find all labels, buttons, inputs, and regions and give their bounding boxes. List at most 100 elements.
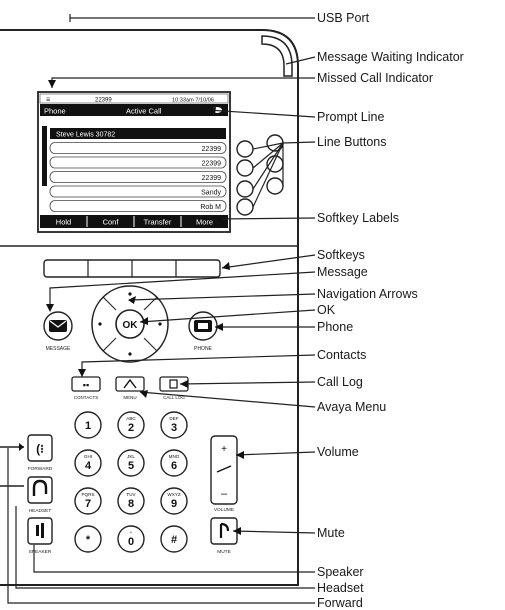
label-speaker: Speaker (317, 565, 364, 579)
scroll-bar (42, 126, 47, 186)
label-usb-port: USB Port (317, 11, 370, 25)
ok-button: OK (115, 309, 145, 339)
svg-text:CONTACTS: CONTACTS (74, 395, 98, 400)
svg-text:ABC: ABC (126, 416, 136, 421)
screen-line-6: Rob M (49, 200, 227, 212)
key-1[interactable]: 1 (74, 411, 102, 439)
label-phone: Phone (317, 320, 354, 334)
svg-text:FORWARD: FORWARD (28, 466, 53, 472)
screen-line-4: 22399 (49, 171, 227, 183)
svg-text:3: 3 (171, 422, 177, 434)
svg-text:JKL: JKL (127, 454, 135, 459)
svg-text:MUTE: MUTE (217, 549, 231, 555)
key-star[interactable]: * (74, 525, 102, 553)
svg-text:9: 9 (171, 498, 177, 510)
svg-text:HEADSET: HEADSET (29, 508, 52, 514)
headset-button: HEADSET (27, 476, 53, 514)
svg-text:MNO: MNO (169, 454, 180, 459)
label-avaya-menu: Avaya Menu (317, 400, 387, 414)
screen-line-5: Sandy (49, 185, 227, 198)
label-message: Message (317, 265, 368, 279)
label-softkeys: Softkeys (317, 248, 365, 262)
phone-body-outline (0, 29, 299, 586)
key-0[interactable]: +0 (117, 525, 145, 553)
leader-lines (7, 14, 316, 604)
label-ok: OK (317, 303, 336, 317)
svg-text:OK: OK (123, 320, 139, 331)
svg-text:22399: 22399 (202, 161, 222, 168)
label-softkey-labels: Softkey Labels (317, 211, 399, 225)
label-headset: Headset (317, 581, 364, 595)
svg-text:Steve Lewis 30782: Steve Lewis 30782 (56, 132, 115, 139)
avaya-menu-button: MENU (115, 376, 145, 400)
phone-button: PHONE (188, 311, 218, 352)
contacts-button: ▪▪ CONTACTS (71, 376, 101, 400)
svg-text:PHONE: PHONE (194, 346, 212, 352)
message-button: MESSAGE (43, 311, 73, 352)
svg-text:Sandy: Sandy (201, 190, 221, 197)
prompt-title-left: Phone (44, 107, 66, 116)
label-message-waiting-indicator: Message Waiting Indicator (317, 50, 464, 64)
svg-text:GHI: GHI (84, 454, 92, 459)
volume-button: + – VOLUME (210, 435, 238, 513)
softkey-label-1: Hold (56, 218, 71, 227)
call-log-button: CALL LOG (159, 376, 189, 400)
label-call-log: Call Log (317, 375, 363, 389)
status-time: 10:33am 7/10/06 (172, 98, 214, 104)
svg-text:#: # (171, 534, 177, 546)
svg-text:Rob M: Rob M (200, 204, 221, 211)
svg-text:0: 0 (128, 536, 134, 548)
status-extension: 22399 (95, 98, 112, 104)
forward-button: (⁝ FORWARD (27, 434, 53, 472)
svg-text:22399: 22399 (202, 175, 222, 182)
label-volume: Volume (317, 445, 359, 459)
key-hash[interactable]: # (160, 525, 188, 553)
status-left: ≡ (46, 97, 50, 104)
label-missed-call-indicator: Missed Call Indicator (317, 71, 434, 85)
mute-button: MUTE (210, 517, 238, 555)
svg-text:*: * (86, 534, 91, 546)
svg-text:–: – (221, 488, 228, 500)
svg-text:VOLUME: VOLUME (214, 507, 234, 513)
svg-text:5: 5 (128, 460, 134, 472)
svg-text:WXYZ: WXYZ (167, 492, 180, 497)
svg-text:TUV: TUV (126, 492, 136, 497)
softkey-label-4: More (196, 218, 213, 227)
screen-line-2: 22399 (49, 142, 227, 154)
svg-text:2: 2 (128, 422, 134, 434)
label-mute: Mute (317, 526, 345, 540)
prompt-bar (40, 104, 228, 116)
svg-text:8: 8 (128, 498, 134, 510)
screen-line-1: Steve Lewis 30782 (50, 128, 226, 139)
display-screen: ≡ 22399 10:33am 7/10/06 Phone Active Cal… (37, 91, 231, 233)
svg-text:+: + (130, 530, 133, 535)
svg-text:1: 1 (85, 420, 91, 432)
label-navigation-arrows: Navigation Arrows (317, 287, 418, 301)
label-line-buttons: Line Buttons (317, 135, 387, 149)
softkeys (43, 259, 221, 278)
svg-text:MESSAGE: MESSAGE (46, 346, 71, 352)
label-prompt-line: Prompt Line (317, 110, 385, 124)
label-contacts: Contacts (317, 348, 367, 362)
svg-text:MENU: MENU (123, 395, 136, 400)
svg-text:▪▪: ▪▪ (83, 380, 89, 390)
svg-text:SPEAKER: SPEAKER (29, 549, 52, 555)
svg-text:22399: 22399 (202, 146, 222, 153)
svg-text:CALL LOG: CALL LOG (163, 395, 185, 400)
screen-line-3: 22399 (49, 156, 227, 169)
label-forward: Forward (317, 596, 363, 610)
prompt-title-center: Active Call (126, 107, 162, 116)
svg-text:DEF: DEF (169, 416, 178, 421)
svg-text:7: 7 (85, 498, 91, 510)
